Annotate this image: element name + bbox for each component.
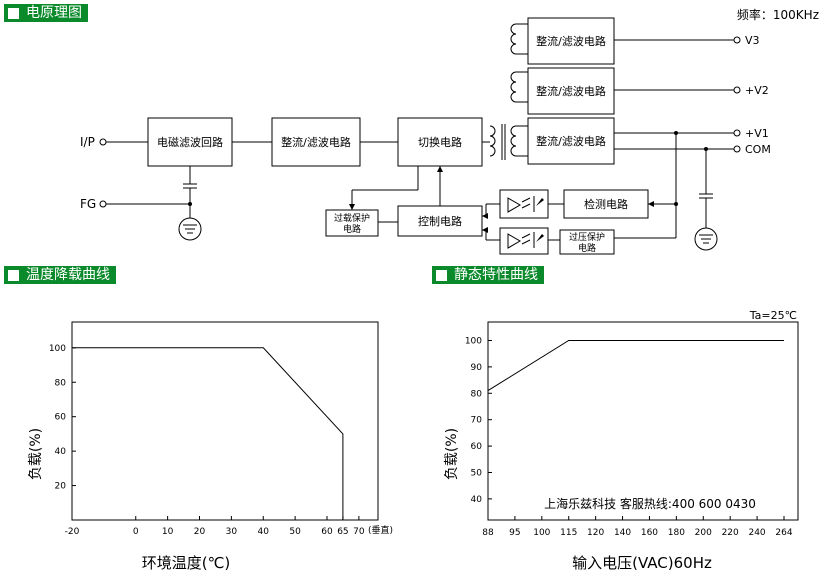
derating-x-tick-label: 10 [162, 527, 174, 537]
static-watermark: 上海乐兹科技 客服热线:400 600 0430 [544, 496, 756, 511]
earth-ground-icon [694, 227, 718, 251]
static-x-tick-label: 160 [641, 528, 658, 538]
static-x-tick-label: 140 [614, 528, 631, 538]
derating-y-tick-label: 80 [55, 378, 67, 388]
static-x-tick-label: 264 [775, 528, 792, 538]
static-x-axis-title: 输入电压(VAC)60Hz [572, 554, 712, 572]
square-bullet-icon [436, 269, 447, 281]
overload-label-2: 电路 [343, 223, 361, 235]
terminal-label-v2: +V2 [745, 84, 769, 97]
static-x-tick-label: 88 [482, 528, 494, 538]
derating-x-tick-label: 0 [133, 527, 139, 537]
static-y-tick-label: 90 [471, 363, 483, 373]
rectifier-label: 整流/滤波电路 [281, 135, 351, 149]
terminal-label-com: COM [745, 143, 771, 156]
static-x-tick-label: 100 [533, 528, 550, 538]
terminal-label-v1: +V1 [745, 127, 769, 140]
optocoupler-icon [499, 227, 549, 255]
overvoltage-block [559, 229, 615, 255]
section-title: 静态特性曲线 [454, 267, 538, 283]
derating-y-tick-label: 40 [55, 447, 67, 457]
derating-x-tick-label: 65 [337, 527, 348, 537]
section-header-derating: 温度降载曲线 [4, 266, 116, 284]
derating-x-tick-label: 70 [353, 527, 365, 537]
static-y-tick-label: 40 [471, 495, 483, 505]
derating-y-axis-title: 负载(%) [28, 428, 44, 480]
derating-y-tick-label: 100 [49, 344, 66, 354]
terminal-v2 [733, 86, 741, 94]
static-annotation: Ta=25℃ [749, 309, 797, 322]
derating-x-tick-label: 30 [226, 527, 238, 537]
rectifier-v3-block [527, 17, 615, 65]
overvoltage-label: 过压保护 [569, 231, 605, 243]
static-x-tick-label: 240 [748, 528, 765, 538]
derating-x-extra-label: (垂直) [368, 524, 393, 536]
fg-terminal: FG [80, 166, 202, 241]
static-x-tick-label: 180 [668, 528, 685, 538]
terminal-label-ip: I/P [80, 135, 95, 149]
derating-x-tick-label: 40 [258, 527, 270, 537]
terminal-v1 [733, 129, 741, 137]
static-y-tick-label: 70 [471, 416, 483, 426]
emi-filter-block [147, 117, 233, 167]
rectifier-v1-block [527, 117, 615, 165]
section-title: 温度降载曲线 [26, 267, 110, 283]
terminal-v3 [733, 36, 741, 44]
static-y-axis-title: 负载(%) [444, 428, 460, 480]
earth-ground-icon [178, 217, 202, 241]
terminal-label-fg: FG [80, 197, 96, 211]
static-x-tick-label: 95 [509, 528, 520, 538]
derating-x-tick-label: -20 [65, 527, 80, 537]
derating-x-tick-label: 50 [289, 527, 301, 537]
emi-filter-label: 电磁滤波回路 [157, 136, 223, 149]
static-y-tick-label: 100 [465, 336, 482, 346]
block-diagram: I/P FG 电磁滤波回路 整流/滤波电路 [80, 17, 771, 255]
static-y-tick-label: 50 [471, 468, 483, 478]
static-y-tick-label: 60 [471, 442, 483, 452]
frequency-label: 频率：100KHz [736, 8, 819, 22]
terminal-com [733, 145, 741, 153]
static-series-line [487, 340, 784, 392]
rectifier-v2-label: 整流/滤波电路 [536, 84, 606, 98]
section-header-static: 静态特性曲线 [432, 266, 544, 284]
static-chart: Ta=25℃ 88 95 100 115 120 140 160 180 200 220 240 26… [444, 309, 799, 572]
static-x-tick-label: 120 [587, 528, 604, 538]
static-x-tick-label: 115 [560, 528, 577, 538]
derating-y-tick-label: 60 [55, 413, 67, 423]
detect-label: 检测电路 [584, 197, 628, 211]
input-terminal: I/P [80, 135, 148, 149]
derating-chart: -20 0 10 20 30 40 50 60 65 70 20 40 60 80 100 (垂直) 环境… [28, 321, 393, 572]
optocoupler-icon [499, 189, 549, 219]
derating-plot-frame [71, 321, 379, 521]
rectifier-v3-label: 整流/滤波电路 [536, 34, 606, 48]
static-y-tick-label: 80 [471, 389, 483, 399]
derating-x-axis-title: 环境温度(℃) [142, 554, 231, 572]
overvoltage-label-2: 电路 [578, 242, 596, 254]
rectifier-v2-block [527, 67, 615, 115]
static-x-tick-label: 200 [695, 528, 712, 538]
overload-label: 过载保护 [334, 212, 370, 224]
square-bullet-icon [8, 7, 19, 19]
overload-block [325, 209, 379, 237]
derating-x-tick-label: 20 [194, 527, 206, 537]
square-bullet-icon [8, 269, 19, 281]
control-label: 控制电路 [418, 214, 462, 228]
static-plot-frame [487, 321, 799, 521]
derating-y-tick-label: 20 [55, 482, 67, 492]
switch-label: 切换电路 [418, 135, 462, 149]
rectifier-v1-label: 整流/滤波电路 [536, 134, 606, 148]
terminal-label-v3: V3 [745, 34, 760, 47]
derating-series-line [72, 347, 344, 520]
section-header-principle: 电原理图 [4, 4, 88, 22]
section-title: 电原理图 [26, 5, 82, 21]
transformer-icon [489, 23, 528, 160]
derating-x-tick-label: 60 [321, 527, 333, 537]
static-x-tick-label: 220 [722, 528, 739, 538]
